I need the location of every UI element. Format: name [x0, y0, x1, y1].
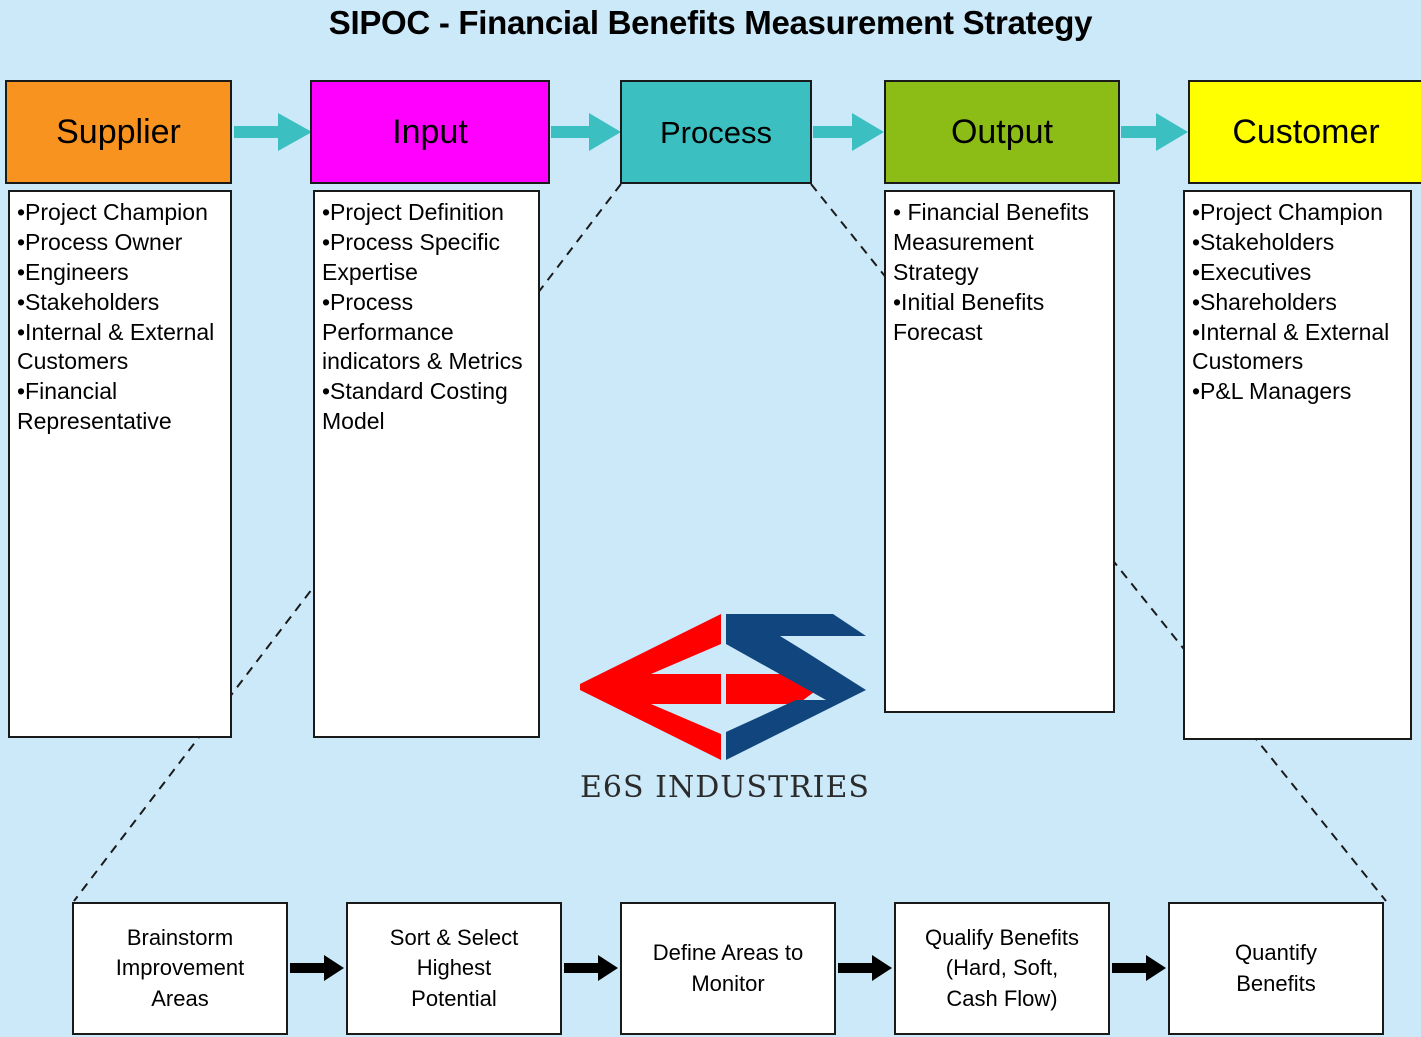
page-title: SIPOC - Financial Benefits Measurement S… — [328, 4, 1093, 41]
process-arrow-1-to-2 — [290, 955, 344, 981]
sipoc-column-output-items: • Financial Benefits Measurement Strateg… — [893, 199, 1089, 345]
process-arrow-4-to-5 — [1112, 955, 1166, 981]
sipoc-column-output: • Financial Benefits Measurement Strateg… — [884, 190, 1115, 713]
process-step-2-label: Sort & Select Highest Potential — [389, 924, 519, 1011]
flow-arrow-input-to-process — [551, 113, 621, 151]
logo-blue-shape — [726, 614, 866, 760]
sipoc-column-input: •Project Definition •Process Specific Ex… — [313, 190, 540, 738]
sipoc-header-supplier-label: Supplier — [56, 113, 181, 151]
process-step-1-label: Brainstorm Improvement Areas — [115, 924, 245, 1011]
process-arrow-2-to-3 — [564, 955, 618, 981]
sipoc-column-input-items: •Project Definition •Process Specific Ex… — [322, 199, 523, 435]
process-arrow-3-to-4 — [838, 955, 892, 981]
sipoc-header-customer-label: Customer — [1232, 113, 1380, 151]
flow-arrow-process-to-output — [813, 113, 884, 151]
sipoc-header-output[interactable]: Output — [884, 80, 1120, 184]
sipoc-header-supplier[interactable]: Supplier — [5, 80, 232, 184]
sipoc-header-input[interactable]: Input — [310, 80, 550, 184]
process-step-4[interactable]: Qualify Benefits (Hard, Soft, Cash Flow) — [894, 902, 1110, 1035]
sipoc-column-customer: •Project Champion •Stakeholders •Executi… — [1183, 190, 1412, 740]
sipoc-header-customer[interactable]: Customer — [1188, 80, 1421, 184]
sipoc-header-process-label: Process — [660, 114, 772, 150]
e6s-logo: E6S INDUSTRIES — [560, 612, 890, 812]
process-step-2[interactable]: Sort & Select Highest Potential — [346, 902, 562, 1035]
flow-arrow-output-to-customer — [1121, 113, 1188, 151]
sipoc-column-supplier-items: •Project Champion •Process Owner •Engine… — [17, 199, 215, 435]
sipoc-header-process[interactable]: Process — [620, 80, 812, 184]
sipoc-header-input-label: Input — [392, 113, 468, 151]
process-step-4-label: Qualify Benefits (Hard, Soft, Cash Flow) — [924, 924, 1080, 1011]
process-step-1[interactable]: Brainstorm Improvement Areas — [72, 902, 288, 1035]
process-step-3[interactable]: Define Areas to Monitor — [620, 902, 836, 1035]
logo-red-shape — [580, 614, 721, 760]
sipoc-column-supplier: •Project Champion •Process Owner •Engine… — [8, 190, 232, 738]
e6s-logo-text: E6S INDUSTRIES — [580, 770, 870, 805]
process-step-3-label: Define Areas to Monitor — [652, 940, 804, 996]
process-step-5[interactable]: Quantify Benefits — [1168, 902, 1384, 1035]
e6s-logo-mark — [580, 614, 866, 760]
process-step-5-label: Quantify Benefits — [1235, 940, 1317, 996]
sipoc-column-customer-items: •Project Champion •Stakeholders •Executi… — [1192, 199, 1390, 405]
sipoc-header-output-label: Output — [950, 113, 1054, 151]
flow-arrow-supplier-to-input — [234, 113, 312, 151]
